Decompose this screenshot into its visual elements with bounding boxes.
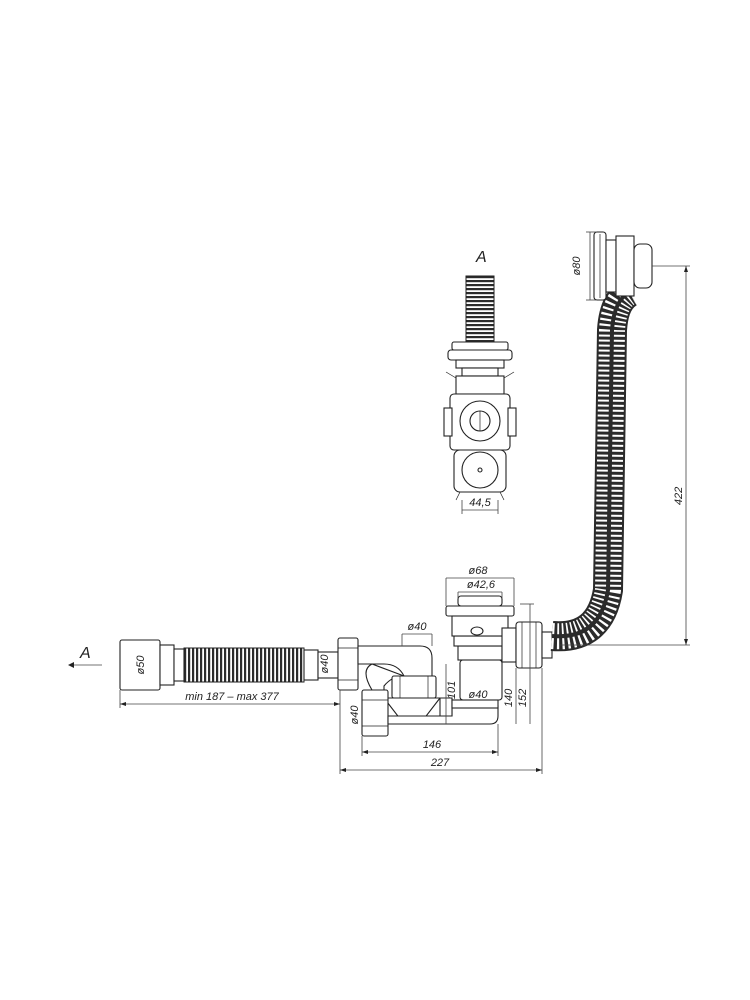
dim-pipe-mid: ø40 (469, 689, 489, 701)
overflow-connection-nut (501, 621, 553, 669)
svg-text:146: 146 (423, 739, 442, 751)
detail-view-a: A 44,5 (443, 249, 517, 514)
view-label-main: A (79, 645, 91, 662)
outlet-sleeve (119, 639, 185, 691)
svg-text:ø50: ø50 (135, 655, 147, 675)
svg-text:140: 140 (503, 688, 515, 707)
svg-text:ø40: ø40 (408, 621, 428, 633)
dim-pipe-left: ø40 (319, 654, 331, 674)
dim-width-227: 227 (339, 668, 543, 774)
view-label-detail: A (475, 249, 487, 266)
dim-overflow-diameter: ø80 (571, 231, 596, 301)
svg-text:min 187 – max 377: min 187 – max 377 (185, 691, 279, 703)
dim-overflow-height: 422 (560, 265, 690, 646)
dim-plug-diameters: ø68 ø42,6 (445, 565, 515, 606)
svg-text:ø40: ø40 (349, 705, 361, 725)
corrugated-hose-horizontal (183, 647, 339, 683)
plug-head (445, 595, 515, 637)
svg-text:152: 152 (517, 689, 529, 707)
dim-outlet-diameter: ø50 (135, 655, 147, 675)
view-arrow-a: A (68, 645, 102, 668)
dim-height-140: 140 (503, 668, 517, 724)
dim-hose-length: min 187 – max 377 (119, 690, 341, 708)
dim-trap-height: 101 (445, 664, 458, 724)
svg-text:ø40: ø40 (319, 654, 331, 674)
overflow-hose (550, 278, 638, 652)
dim-pipe-bottom: ø40 (349, 705, 361, 725)
waste-body (451, 635, 507, 709)
nut-left (337, 637, 359, 691)
dim-height-152: 152 (517, 603, 534, 724)
svg-text:422: 422 (673, 487, 685, 505)
svg-text:101: 101 (446, 681, 458, 699)
dim-pipe-top: ø40 (401, 621, 433, 646)
svg-text:227: 227 (430, 757, 450, 769)
nut-bottom-left (361, 689, 389, 737)
svg-text:ø68: ø68 (469, 565, 489, 577)
nut-middle (391, 675, 437, 699)
svg-text:ø42,6: ø42,6 (467, 579, 496, 591)
svg-text:44,5: 44,5 (469, 497, 491, 509)
overflow-head (593, 231, 653, 301)
svg-text:ø40: ø40 (469, 689, 489, 701)
svg-text:ø80: ø80 (571, 256, 583, 276)
dim-width-146: 146 (361, 724, 499, 756)
